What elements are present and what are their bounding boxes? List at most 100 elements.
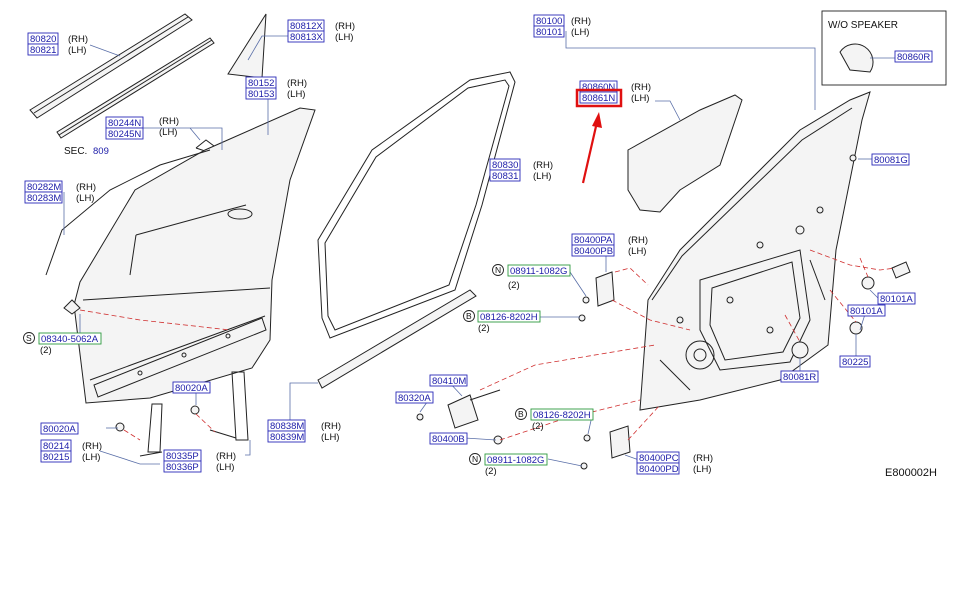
side-rh: (RH) (287, 78, 307, 89)
wo-speaker-inset (821, 10, 947, 86)
sill-strip-drawing (317, 289, 477, 389)
fastener-type-n: N (472, 454, 478, 464)
part-label-80020a[interactable]: 80020A (43, 424, 76, 435)
part-label-80020a[interactable]: 80020A (175, 383, 208, 394)
side-rh: (RH) (159, 116, 179, 127)
qty: (2) (478, 323, 490, 334)
part-label-80400pc[interactable]: 80400PC (639, 453, 679, 464)
qty: (2) (485, 466, 497, 477)
fastener-label-08126-8202h[interactable]: 08126-8202H (480, 312, 538, 323)
plugs-drawing (791, 154, 911, 359)
part-label-80225[interactable]: 80225 (842, 357, 868, 368)
wo-speaker-label: W/O SPEAKER (828, 20, 898, 31)
part-label-80245n[interactable]: 80245N (108, 129, 141, 140)
door-opening-weatherstrip-drawing (317, 71, 516, 339)
fastener-type-b: B (466, 311, 472, 321)
side-rh: (RH) (533, 160, 553, 171)
side-lh: (LH) (693, 464, 711, 475)
side-lh: (LH) (335, 32, 353, 43)
part-label-80244n[interactable]: 80244N (108, 118, 141, 129)
fastener-label-08340-5062a[interactable]: 08340-5062A (41, 334, 99, 345)
part-label-80860n[interactable]: 80860N (582, 82, 615, 93)
part-label-80282m[interactable]: 80282M (27, 182, 61, 193)
part-label-80812x[interactable]: 80812X (290, 21, 323, 32)
part-label-80820[interactable]: 80820 (30, 34, 56, 45)
part-label-80214[interactable]: 80214 (43, 441, 69, 452)
part-label-80400pd[interactable]: 80400PD (639, 464, 679, 475)
qty: (2) (40, 345, 52, 356)
part-label-80831[interactable]: 80831 (492, 171, 518, 182)
part-label-80152[interactable]: 80152 (248, 78, 274, 89)
part-label-80153[interactable]: 80153 (248, 89, 274, 100)
fastener-label-08911-1082g[interactable]: 08911-1082G (487, 455, 544, 466)
side-rh: (RH) (631, 82, 651, 93)
diagram-code: E800002H (885, 467, 937, 479)
check-link-drawing (416, 389, 503, 445)
fastener-label-08126-8202h[interactable]: 08126-8202H (533, 410, 591, 421)
side-lh: (LH) (82, 452, 100, 463)
fastener-type-b: B (518, 409, 524, 419)
section-label: SEC. (64, 146, 87, 157)
part-label-80821[interactable]: 80821 (30, 45, 56, 56)
door-inner-shell-drawing (639, 91, 871, 411)
side-lh: (LH) (216, 462, 234, 473)
part-label-80839m[interactable]: 80839M (270, 432, 304, 443)
part-label-80410m[interactable]: 80410M (432, 376, 466, 387)
part-label-80081r[interactable]: 80081R (783, 372, 816, 383)
side-rh: (RH) (321, 421, 341, 432)
sash-drawing (209, 371, 249, 441)
fastener-type-n: N (495, 265, 501, 275)
part-label-80400pb[interactable]: 80400PB (574, 246, 613, 257)
belt-moulding-drawing (45, 149, 211, 276)
highlight-arrow (581, 112, 602, 184)
outer-weatherstrip-drawing (29, 13, 215, 139)
side-rh: (RH) (571, 16, 591, 27)
side-lh: (LH) (321, 432, 339, 443)
part-label-80400b[interactable]: 80400B (432, 434, 465, 445)
part-label-80400pa[interactable]: 80400PA (574, 235, 613, 246)
part-label-80215[interactable]: 80215 (43, 452, 69, 463)
speaker-cover-drawing (839, 43, 874, 73)
section-number[interactable]: 809 (93, 146, 109, 157)
side-rh: (RH) (693, 453, 713, 464)
side-lh: (LH) (68, 45, 86, 56)
clips-drawing (63, 299, 200, 432)
part-label-80813x[interactable]: 80813X (290, 32, 323, 43)
part-label-80860r[interactable]: 80860R (897, 52, 930, 63)
part-label-80101a[interactable]: 80101A (880, 294, 913, 305)
side-lh: (LH) (631, 93, 649, 104)
side-rh: (RH) (68, 34, 88, 45)
part-label-80283m[interactable]: 80283M (27, 193, 61, 204)
side-rh: (RH) (82, 441, 102, 452)
part-label-80336p[interactable]: 80336P (166, 462, 199, 473)
part-label-80830[interactable]: 80830 (492, 160, 518, 171)
side-rh: (RH) (335, 21, 355, 32)
part-label-80101[interactable]: 80101 (536, 27, 562, 38)
corner-garnish-drawing (227, 13, 267, 79)
glass-run-drawing (139, 403, 163, 457)
hinge-lower-drawing (580, 425, 631, 470)
highlight-box (575, 88, 623, 108)
side-rh: (RH) (216, 451, 236, 462)
part-label-80838m[interactable]: 80838M (270, 421, 304, 432)
part-label-80320a[interactable]: 80320A (398, 393, 431, 404)
door-outer-panel-drawing (73, 107, 316, 404)
side-lh: (LH) (571, 27, 589, 38)
side-lh: (LH) (159, 127, 177, 138)
side-lh: (LH) (533, 171, 551, 182)
reference-lines (79, 249, 896, 441)
side-lh: (LH) (287, 89, 305, 100)
part-label-80081g[interactable]: 80081G (874, 155, 908, 166)
side-rh: (RH) (76, 182, 96, 193)
fastener-label-08911-1082g[interactable]: 08911-1082G (510, 266, 567, 277)
hinge-upper-drawing (578, 271, 615, 322)
sealing-screen-drawing (627, 94, 743, 213)
qty: (2) (508, 280, 520, 291)
part-label-80101a[interactable]: 80101A (850, 306, 883, 317)
part-label-80100[interactable]: 80100 (536, 16, 562, 27)
side-rh: (RH) (628, 235, 648, 246)
qty: (2) (532, 421, 544, 432)
part-label-80861n[interactable]: 80861N (582, 93, 615, 104)
part-label-80335p[interactable]: 80335P (166, 451, 199, 462)
